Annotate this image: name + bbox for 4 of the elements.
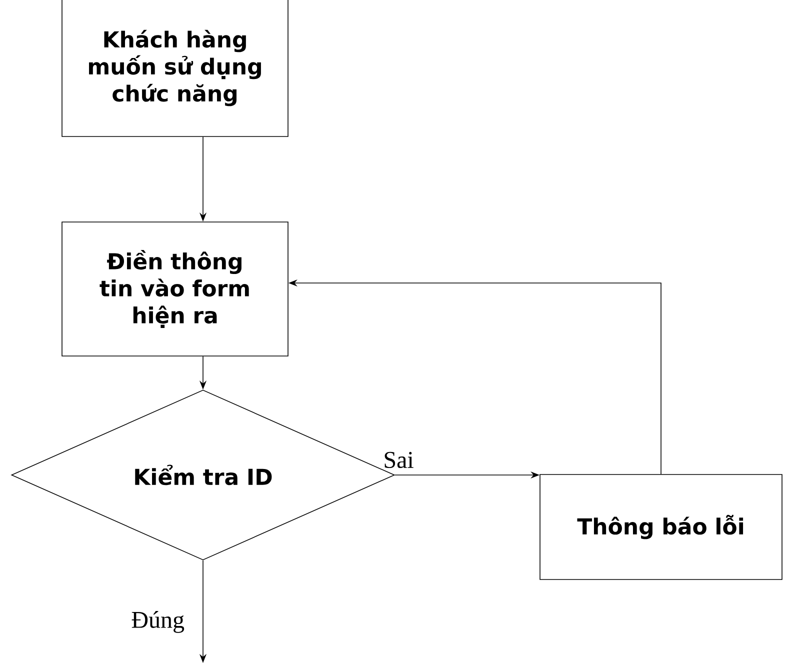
process-box: Thông báo lỗi	[540, 474, 782, 580]
process-box: Điền thông tin vào form hiện ra	[62, 222, 288, 356]
edge-label: Đúng	[130, 610, 186, 634]
process-box: Khách hàng muốn sử dụng chức năng	[62, 0, 288, 137]
